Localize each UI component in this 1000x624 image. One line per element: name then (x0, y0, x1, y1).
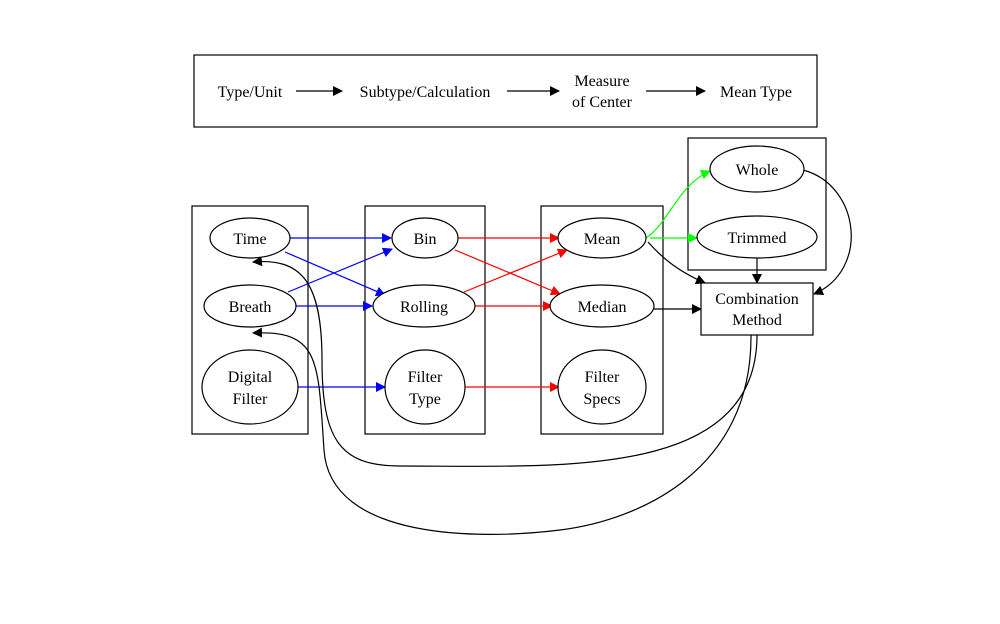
node-filter-specs-label-line2: Specs (583, 391, 620, 408)
node-rolling-shape (372, 284, 476, 328)
node-combination-method-shape (700, 282, 814, 336)
node-filter-specs-label-line1: Filter (585, 369, 620, 386)
node-time-shape (209, 217, 291, 259)
node-filter-type-shape (384, 349, 466, 425)
node-bin-label: Bin (413, 231, 436, 248)
node-whole: Whole (709, 145, 805, 193)
node-combination-method: Combination Method (700, 282, 814, 336)
node-filter-type-label-line2: Type (409, 391, 441, 408)
legend-subtype-calculation: Subtype/Calculation (360, 84, 491, 101)
node-whole-label: Whole (736, 162, 779, 179)
node-bin-shape (391, 217, 459, 259)
node-median-shape (549, 284, 655, 328)
cluster-measure (540, 205, 664, 435)
edges-measure (454, 233, 568, 392)
node-rolling-label: Rolling (400, 299, 448, 316)
node-mean-label: Mean (584, 231, 620, 248)
cluster-type-unit (191, 205, 309, 435)
legend-measure-of-center-line1: Measure (574, 73, 629, 90)
edges-subtype (284, 233, 393, 392)
node-combination-method-label-line2: Method (732, 312, 782, 329)
node-digital-filter-shape (201, 349, 299, 425)
node-trimmed-shape (696, 215, 818, 259)
node-filter-specs-shape (557, 349, 647, 425)
node-time: Time (209, 217, 291, 259)
node-mean: Mean (557, 217, 647, 259)
node-filter-type-label-line1: Filter (408, 369, 443, 386)
node-mean-shape (557, 217, 647, 259)
node-bin: Bin (391, 217, 459, 259)
node-digital-filter-label-line1: Digital (228, 369, 273, 386)
node-trimmed-label: Trimmed (728, 230, 787, 247)
node-breath: Breath (203, 284, 297, 328)
node-median-label: Median (578, 299, 627, 316)
node-digital-filter: Digital Filter (201, 349, 299, 425)
node-breath-label: Breath (229, 299, 272, 316)
legend-box (193, 54, 818, 128)
edges-combination (252, 169, 852, 535)
edge-breath-bin (287, 247, 393, 293)
edge-bin-median (454, 249, 561, 296)
node-time-label: Time (233, 231, 266, 248)
legend: Type/Unit Subtype/Calculation Measure of… (193, 54, 818, 128)
node-trimmed: Trimmed (696, 215, 818, 259)
edge-combination-breath (252, 327, 752, 535)
edge-mean-combination (647, 241, 706, 284)
node-digital-filter-label-line2: Filter (233, 391, 268, 408)
edge-rolling-mean (463, 248, 568, 293)
node-median: Median (549, 284, 655, 328)
node-whole-shape (709, 145, 805, 193)
legend-type-unit: Type/Unit (218, 84, 283, 101)
legend-mean-type: Mean Type (720, 84, 792, 101)
edge-whole-combination (802, 169, 852, 296)
edge-mean-whole (645, 170, 711, 239)
legend-measure-of-center-line2: of Center (572, 94, 633, 111)
edge-time-rolling (284, 251, 386, 297)
node-breath-shape (203, 284, 297, 328)
cluster-subtype (364, 205, 486, 435)
edge-combination-time (252, 256, 758, 467)
node-filter-type: Filter Type (384, 349, 466, 425)
edges-mean-type (645, 170, 711, 243)
node-combination-method-label-line1: Combination (715, 291, 799, 308)
node-filter-specs: Filter Specs (557, 349, 647, 425)
node-rolling: Rolling (372, 284, 476, 328)
